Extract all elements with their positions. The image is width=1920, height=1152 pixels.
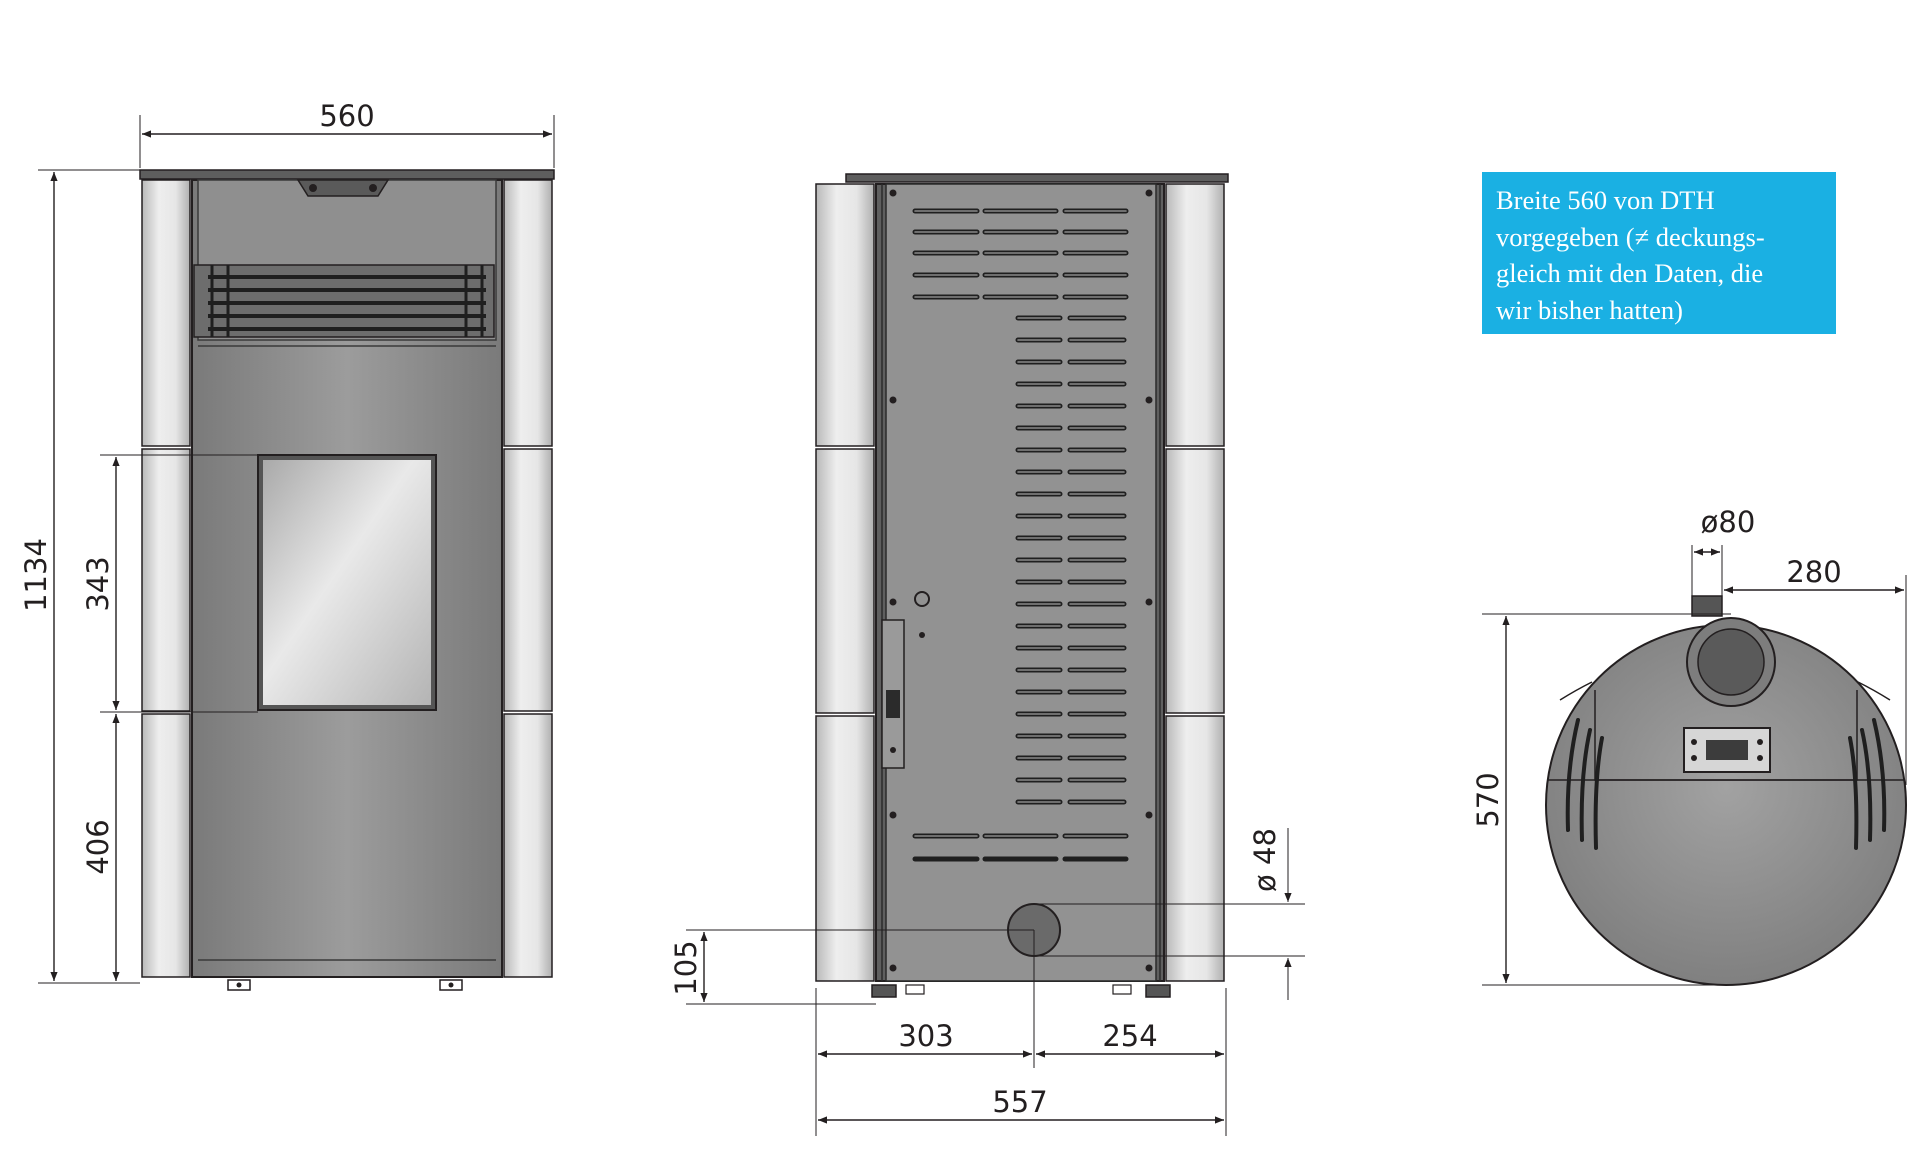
note-line: gleich mit den Daten, die	[1496, 258, 1764, 288]
top-depth-dimension: 570	[1471, 613, 1731, 986]
front-height-label: 1134	[19, 538, 53, 612]
front-width-dimension: 560	[139, 99, 555, 168]
front-height-dimension: 1134	[19, 169, 140, 984]
back-depth-dimension: 557	[818, 1085, 1224, 1124]
back-depth-label: 557	[992, 1085, 1047, 1119]
note-line: wir bisher hatten)	[1496, 294, 1683, 325]
note-box: Breite 560 von DTH vorgegeben (≠ deckung…	[1482, 172, 1836, 334]
flue-height-label: 105	[669, 940, 703, 995]
window-height-dimension: 343	[81, 454, 258, 713]
top-view	[1545, 595, 1907, 986]
top-depth-label: 570	[1471, 772, 1505, 827]
flue-height-dimension: 105	[669, 929, 1034, 1005]
back-offset-dimensions: 303 254	[815, 930, 1227, 1136]
flue-diameter-dimension: ø 48	[1034, 828, 1305, 1000]
note-line: vorgegeben (≠ deckungs-	[1496, 221, 1765, 252]
note-line: Breite 560 von DTH	[1496, 185, 1715, 215]
pipe-diameter-dimension: ø80	[1691, 505, 1756, 596]
front-view	[139, 169, 555, 991]
flue-diameter-label: ø 48	[1248, 828, 1282, 892]
pipe-offset-label: 280	[1786, 555, 1841, 589]
back-view	[815, 173, 1229, 998]
window-height-label: 343	[81, 556, 115, 611]
window-bottom-dimension: 406	[81, 714, 120, 981]
right-offset-label: 254	[1102, 1019, 1157, 1053]
left-offset-label: 303	[898, 1019, 953, 1053]
pipe-diameter-label: ø80	[1701, 505, 1756, 539]
window-bottom-label: 406	[81, 819, 115, 874]
front-width-label: 560	[319, 99, 374, 133]
pipe-offset-dimension: 280	[1724, 555, 1907, 785]
